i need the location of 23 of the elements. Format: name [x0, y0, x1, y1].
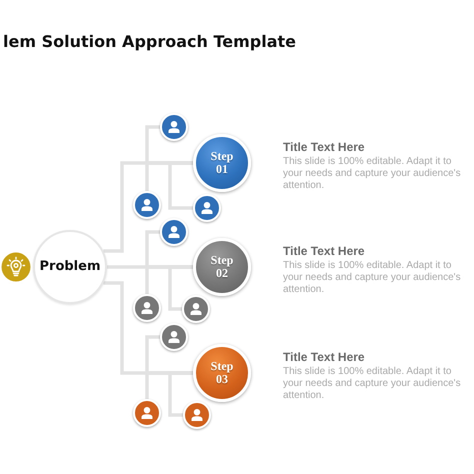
step-label: Step 03: [210, 360, 234, 386]
step-label: Step 01: [210, 150, 234, 176]
person-circle: [193, 194, 221, 222]
step-circle: [193, 134, 251, 192]
person-circle: [160, 323, 188, 351]
person-circle: [133, 294, 161, 322]
node-label: Problem: [40, 259, 100, 275]
description-text: This slide is 100% editable. Adapt it to your needs and capture your audience's attention.: [283, 366, 462, 402]
person-circle: [160, 218, 188, 246]
description-text: This slide is 100% editable. Adapt it to your needs and capture your audience's attention.: [283, 156, 462, 192]
heading-text: Title Text Here: [283, 244, 366, 258]
heading-text: Title Text Here: [283, 140, 366, 154]
title: lem Solution Approach Template: [3, 32, 296, 52]
step-label: Step 02: [210, 254, 234, 280]
person-circle: [183, 401, 211, 429]
step-circle: [193, 344, 251, 402]
person-circle: [182, 295, 210, 323]
heading-text: Title Text Here: [283, 350, 366, 364]
person-circle: [133, 191, 161, 219]
person-circle: [133, 399, 161, 427]
description-text: This slide is 100% editable. Adapt it to your needs and capture your audience's attention.: [283, 260, 462, 296]
step-circle: [193, 238, 251, 296]
person-circle: [160, 113, 188, 141]
